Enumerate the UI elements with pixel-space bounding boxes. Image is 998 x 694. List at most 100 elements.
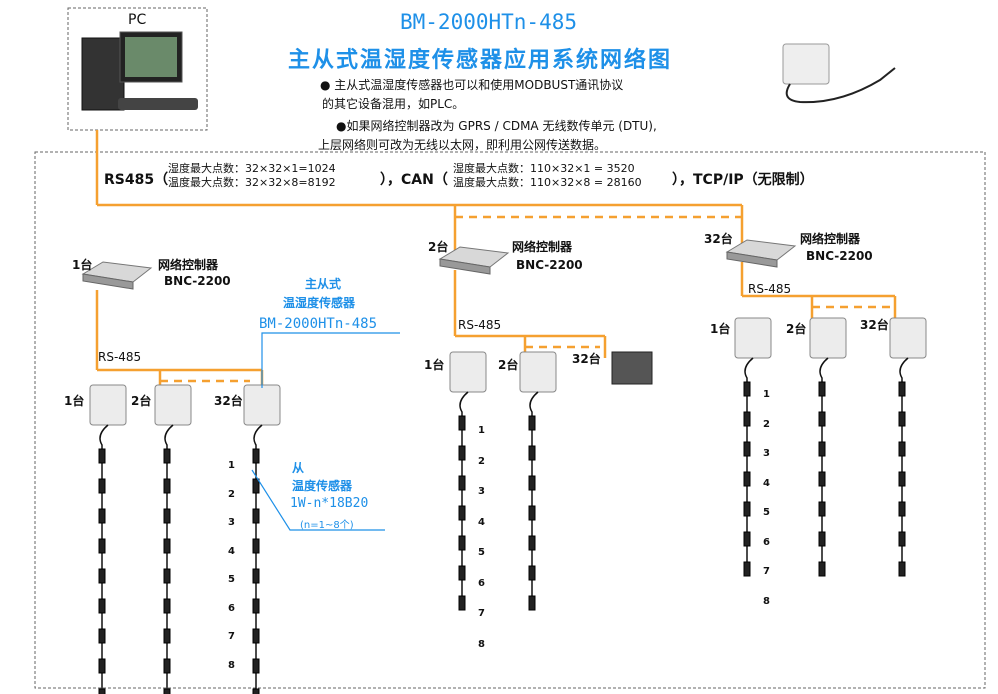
controller-model: BNC-2200 xyxy=(516,258,583,272)
slave-sensor-number: 6 xyxy=(763,536,770,548)
slave-sensor-icon xyxy=(898,441,906,457)
controller-count: 2台 xyxy=(428,240,449,254)
rs485-label: RS-485 xyxy=(458,318,502,332)
pc-frame xyxy=(67,7,208,131)
slave-sensor-icon xyxy=(898,531,906,547)
slave-sensor-icon xyxy=(528,565,536,581)
pc-tower-icon xyxy=(81,37,125,111)
slave-sensor-number: 3 xyxy=(763,448,770,459)
slave-sensor-number: 1 xyxy=(228,460,235,471)
slave-sensor-number: 6 xyxy=(228,602,235,614)
slave-sensor-number: 2 xyxy=(228,488,235,500)
slave-sensor-icon xyxy=(818,411,826,427)
slave-sensor-number: 1 xyxy=(763,389,770,400)
sensor-cable xyxy=(529,391,539,602)
slave-sensor-icon xyxy=(252,508,260,524)
diagram-subtitle: 主从式温湿度传感器应用系统网络图 xyxy=(288,48,673,73)
slave-sensor-icon xyxy=(458,415,466,431)
slave-sensor-number: 8 xyxy=(478,638,485,650)
sensor-cable xyxy=(164,424,174,694)
note-line: ●如果网络控制器改为 GPRS / CDMA 无线数传单元 (DTU), xyxy=(336,119,657,133)
slave-sensor-icon xyxy=(818,381,826,397)
slave-sensor-icon xyxy=(98,658,106,674)
keyboard-icon xyxy=(118,98,198,110)
bus-can-temp: 温度最大点数：110×32×8 = 28160 xyxy=(453,176,642,189)
slave-callout-line xyxy=(251,469,385,531)
slave-sensor-icon xyxy=(818,471,826,487)
slave-sensor-icon xyxy=(458,445,466,461)
slave-sensor-icon xyxy=(163,568,171,584)
controller-name: 网络控制器 xyxy=(158,258,219,272)
rs485-label: RS-485 xyxy=(748,282,792,296)
slave-sensor-icon xyxy=(252,628,260,644)
slave-sensor-number: 4 xyxy=(763,477,770,489)
slave-callout-l1: 从 xyxy=(292,461,305,475)
slave-sensor-icon xyxy=(98,598,106,614)
slave-sensor-number: 6 xyxy=(478,577,485,589)
controller-front xyxy=(726,251,778,268)
master-sensor-icon xyxy=(889,317,927,359)
bus-can: ），CAN（ xyxy=(380,172,448,188)
sensor-count: 32台 xyxy=(214,394,243,408)
sensor-count: 2台 xyxy=(498,358,519,372)
master-sensor-icon xyxy=(89,384,127,426)
slave-sensor-icon xyxy=(98,628,106,644)
slave-sensor-number: 2 xyxy=(478,455,485,467)
diagram-title: BM-2000HTn-485 xyxy=(400,10,578,34)
master-sensor-icon xyxy=(519,351,557,393)
bus-rs485: RS485（ xyxy=(104,172,169,188)
sensor-with-cable-icon xyxy=(782,43,830,85)
slave-sensor-number: 3 xyxy=(228,517,235,528)
sensor-cable xyxy=(459,391,469,602)
bus-can-hum: 湿度最大点数：110×32×1 = 3520 xyxy=(453,162,635,175)
slave-sensor-icon xyxy=(458,505,466,521)
slave-sensor-icon xyxy=(743,381,751,397)
cable-icon xyxy=(785,67,896,104)
monitor-screen xyxy=(125,37,177,77)
bus-rs485-hum: 湿度最大点数：32×32×1=1024 xyxy=(168,162,336,175)
slave-sensor-icon xyxy=(163,628,171,644)
sensor-count: 1台 xyxy=(64,394,85,408)
slave-sensor-icon xyxy=(163,538,171,554)
sensor-count: 32台 xyxy=(860,318,889,332)
sensor-cable xyxy=(99,424,109,694)
controller-name: 网络控制器 xyxy=(512,240,573,254)
controller-count: 1台 xyxy=(72,258,93,272)
slave-sensor-icon xyxy=(898,381,906,397)
slave-sensor-icon xyxy=(163,658,171,674)
slave-sensor-icon xyxy=(252,598,260,614)
slave-sensor-icon xyxy=(743,561,751,577)
sensor-count: 2台 xyxy=(131,394,152,408)
master-sensor-icon xyxy=(449,351,487,393)
slave-sensor-number: 7 xyxy=(763,566,770,577)
master-sensor-icon xyxy=(154,384,192,426)
slave-sensor-number: 4 xyxy=(228,545,235,557)
slave-sensor-icon xyxy=(98,538,106,554)
slave-sensor-icon xyxy=(743,471,751,487)
slave-sensor-icon xyxy=(163,448,171,464)
slave-sensor-icon xyxy=(458,475,466,491)
controller-front xyxy=(439,258,491,275)
slave-callout-l4: (n=1~8个) xyxy=(300,520,354,531)
sensor-count: 2台 xyxy=(786,322,807,336)
note-line: 上层网络则可改为无线以太网，即利用公网传送数据。 xyxy=(318,138,607,152)
master-sensor-icon xyxy=(243,384,281,426)
slave-sensor-number: 5 xyxy=(478,547,485,558)
slave-sensor-icon xyxy=(98,448,106,464)
slave-sensor-icon xyxy=(743,441,751,457)
slave-sensor-number: 5 xyxy=(228,574,235,585)
slave-callout-l2: 温度传感器 xyxy=(292,479,353,493)
slave-sensor-number: 5 xyxy=(763,507,770,518)
slave-sensor-number: 7 xyxy=(228,631,235,642)
controller-model: BNC-2200 xyxy=(164,274,231,288)
slave-sensor-number: 8 xyxy=(228,659,235,671)
controller-model: BNC-2200 xyxy=(806,249,873,263)
slave-sensor-icon xyxy=(163,508,171,524)
plc-icon xyxy=(611,351,653,385)
bus-tcpip: ），TCP/IP（无限制） xyxy=(672,172,814,188)
slave-sensor-icon xyxy=(818,561,826,577)
slave-sensor-icon xyxy=(818,441,826,457)
slave-sensor-icon xyxy=(163,688,171,694)
controller-name: 网络控制器 xyxy=(800,232,861,246)
